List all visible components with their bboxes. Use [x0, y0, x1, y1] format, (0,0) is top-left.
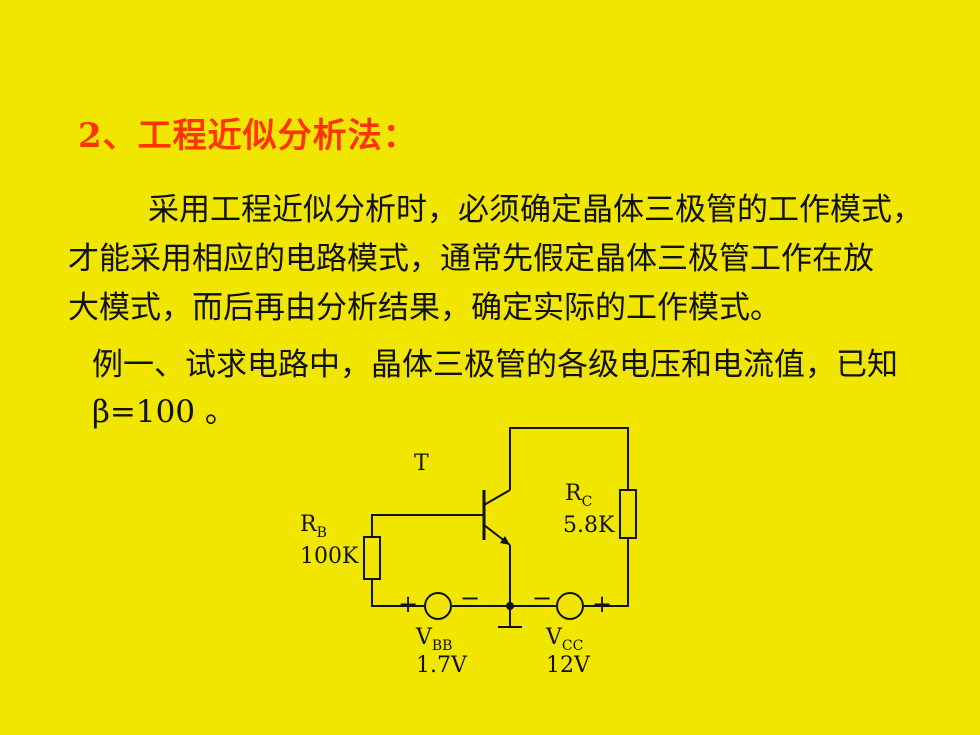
rb-value: 100K: [300, 544, 359, 569]
section-heading: 2、工程近似分析法：: [78, 116, 418, 156]
example-text: 例一、试求电路中，晶体三极管的各级电压和电流值，已知 β=100 。: [92, 342, 962, 436]
rc-name: R: [565, 481, 583, 506]
paragraph-line: 大模式，而后再由分析结果，确定实际的工作模式。: [68, 290, 781, 326]
wire-rc-bottom: [584, 538, 629, 607]
vcc-plus: +: [592, 590, 612, 618]
rc-label: RC: [565, 481, 592, 510]
rc-value: 5.8K: [563, 513, 615, 538]
rb-sub: B: [317, 525, 327, 541]
example-line: 例一、试求电路中，晶体三极管的各级电压和电流值，已知: [92, 347, 898, 383]
transistor-label: T: [414, 451, 429, 476]
rc-resistor: [619, 489, 637, 539]
rb-label: RB: [300, 512, 327, 541]
vbb-label: VBB: [415, 625, 452, 654]
rc-sub: C: [582, 494, 593, 510]
wire-collector-top: [509, 427, 629, 490]
rb-name: R: [300, 512, 318, 537]
vcc-value: 12V: [546, 653, 591, 678]
paragraph-line: 采用工程近似分析时，必须确定晶体三极管的工作模式，: [148, 192, 923, 228]
transistor-emitter: [483, 524, 511, 546]
vcc-sub: CC: [562, 638, 583, 654]
vbb-source: [424, 592, 452, 620]
example-line: β=100 。: [92, 394, 236, 430]
vcc-minus: −: [532, 584, 552, 612]
vcc-name: V: [545, 625, 563, 650]
rb-resistor: [363, 536, 381, 580]
emitter-arrow: [500, 536, 510, 545]
vcc-source: [556, 592, 584, 620]
wire-base-rb: [371, 514, 484, 537]
junction-dot: [506, 602, 514, 610]
vbb-value: 1.7V: [416, 653, 468, 678]
intro-paragraph: 采用工程近似分析时，必须确定晶体三极管的工作模式， 才能采用相应的电路模式，通常…: [68, 186, 958, 333]
vbb-sub: BB: [432, 638, 453, 654]
vcc-label: VCC: [545, 625, 583, 654]
paragraph-line: 才能采用相应的电路模式，通常先假定晶体三极管工作在放: [68, 241, 874, 277]
wire-rb-bottom: [371, 579, 424, 607]
vbb-minus: −: [460, 584, 480, 612]
vbb-name: V: [415, 625, 433, 650]
vbb-plus: +: [398, 590, 418, 618]
transistor-collector: [483, 489, 511, 506]
